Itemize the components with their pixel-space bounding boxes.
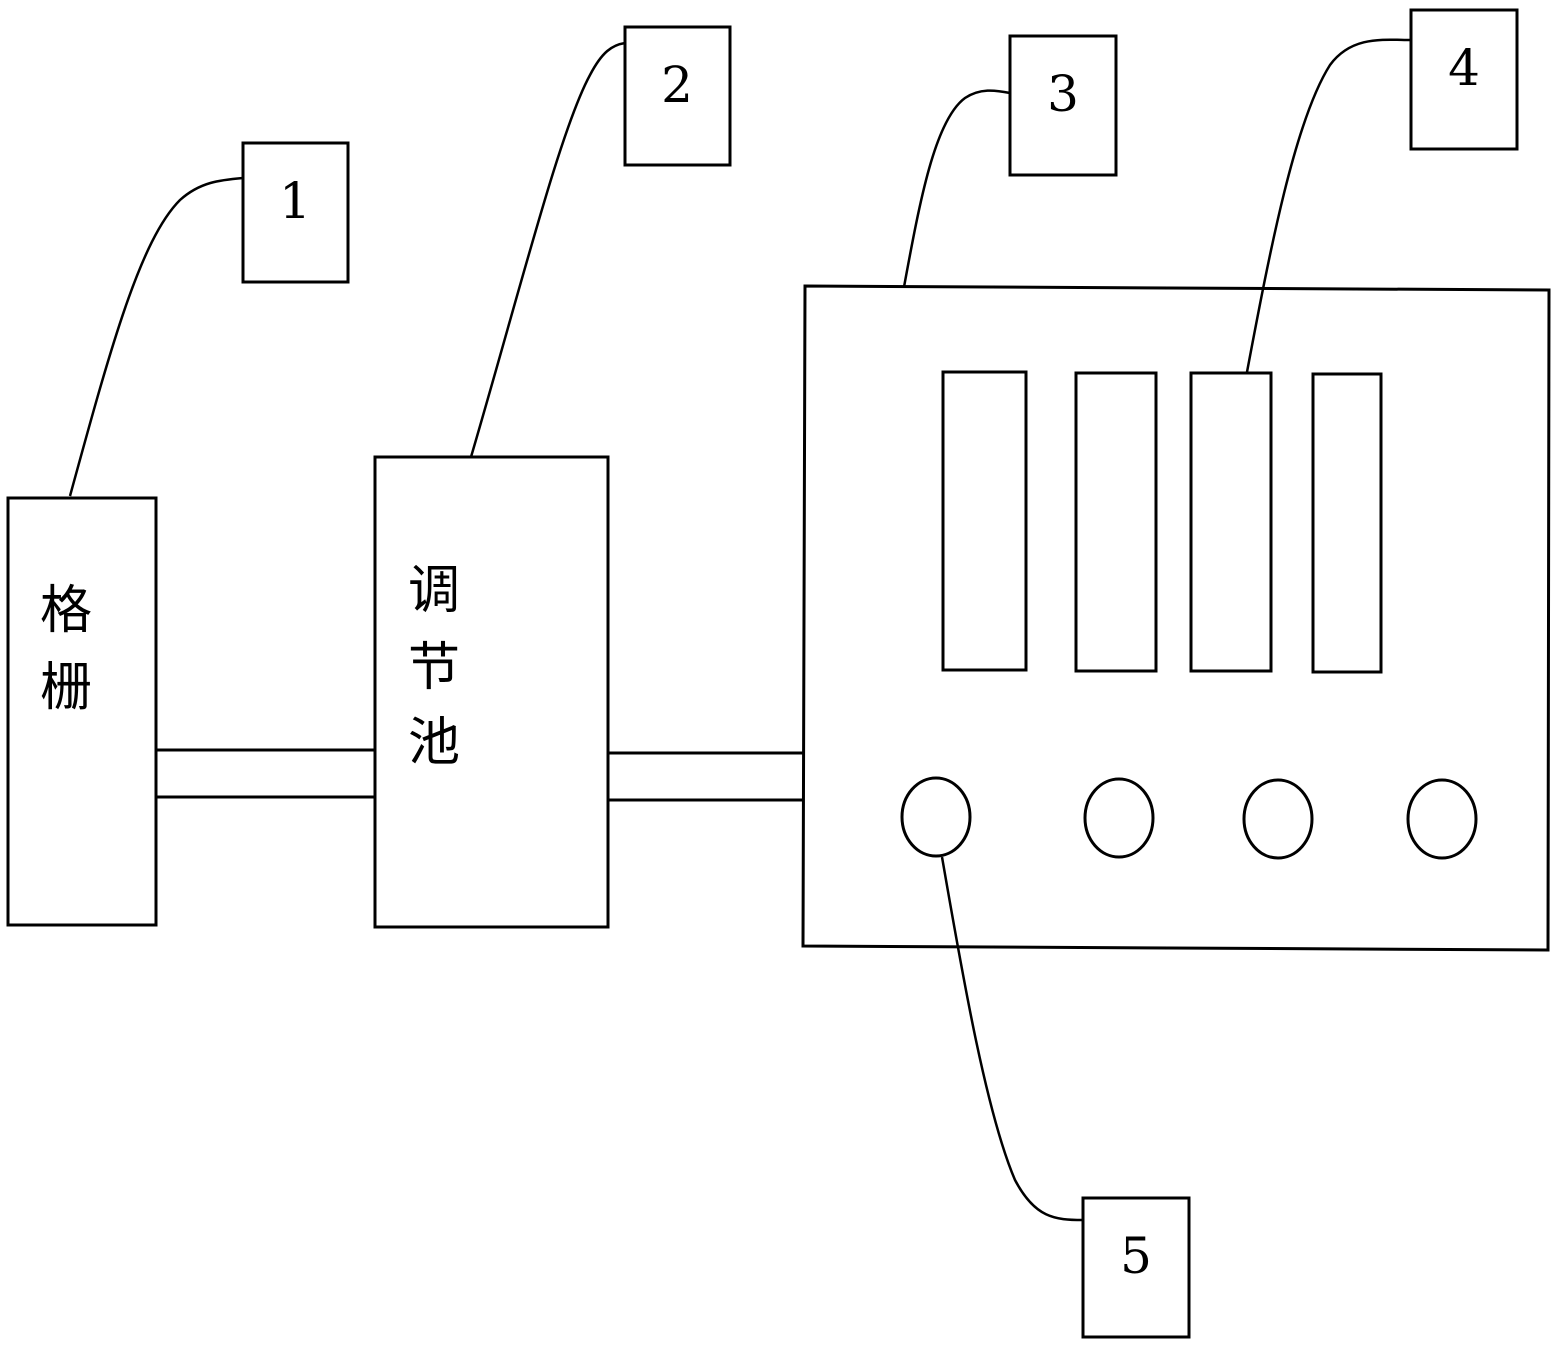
callout-box-4 bbox=[1409, 8, 1519, 151]
callout-number-4: 4 bbox=[1448, 39, 1480, 97]
grille-label-char-2: 栅 bbox=[40, 658, 92, 718]
callout-number-2: 2 bbox=[661, 56, 693, 114]
callout-box-3 bbox=[1008, 34, 1118, 177]
callout-1: 1 bbox=[241, 141, 350, 284]
pipe-tank-to-reactor bbox=[608, 751, 803, 802]
leader-line-3 bbox=[902, 89, 1011, 288]
callout-2: 2 bbox=[623, 25, 732, 167]
callout-number-3: 3 bbox=[1047, 65, 1079, 123]
callout-number-5: 5 bbox=[1120, 1227, 1152, 1285]
pipe-grille-to-tank bbox=[156, 748, 375, 799]
grille-label-char-1: 格 bbox=[40, 581, 92, 641]
plate-4 bbox=[1311, 372, 1383, 674]
aerator-4 bbox=[1406, 778, 1478, 860]
regulating-tank-unit: 调 节 池 bbox=[373, 455, 610, 929]
callout-box-2 bbox=[623, 25, 732, 167]
aerator-2 bbox=[1083, 777, 1155, 859]
leader-line-4 bbox=[1245, 38, 1412, 373]
tank-label-char-3: 池 bbox=[408, 713, 460, 773]
plate-1 bbox=[941, 370, 1028, 672]
aerator-1 bbox=[900, 776, 972, 858]
callout-5: 5 bbox=[1081, 1196, 1191, 1339]
tank-label-char-2: 节 bbox=[408, 638, 460, 698]
tank-label-char-1: 调 bbox=[408, 561, 460, 621]
regulating-tank-box bbox=[373, 455, 610, 929]
grille-unit: 格 栅 bbox=[6, 496, 158, 927]
plate-3 bbox=[1189, 371, 1273, 673]
reactor-unit bbox=[801, 284, 1551, 952]
callout-4: 4 bbox=[1409, 8, 1519, 151]
callout-box-1 bbox=[241, 141, 350, 284]
callout-3: 3 bbox=[1008, 34, 1118, 177]
leader-line-1 bbox=[68, 176, 244, 497]
leader-line-2 bbox=[469, 41, 626, 458]
plate-2 bbox=[1074, 371, 1158, 673]
callout-number-1: 1 bbox=[279, 172, 311, 230]
grille-box bbox=[6, 496, 158, 927]
callout-box-5 bbox=[1081, 1196, 1191, 1339]
leader-line-5 bbox=[940, 856, 1084, 1222]
aerator-3 bbox=[1242, 778, 1314, 860]
